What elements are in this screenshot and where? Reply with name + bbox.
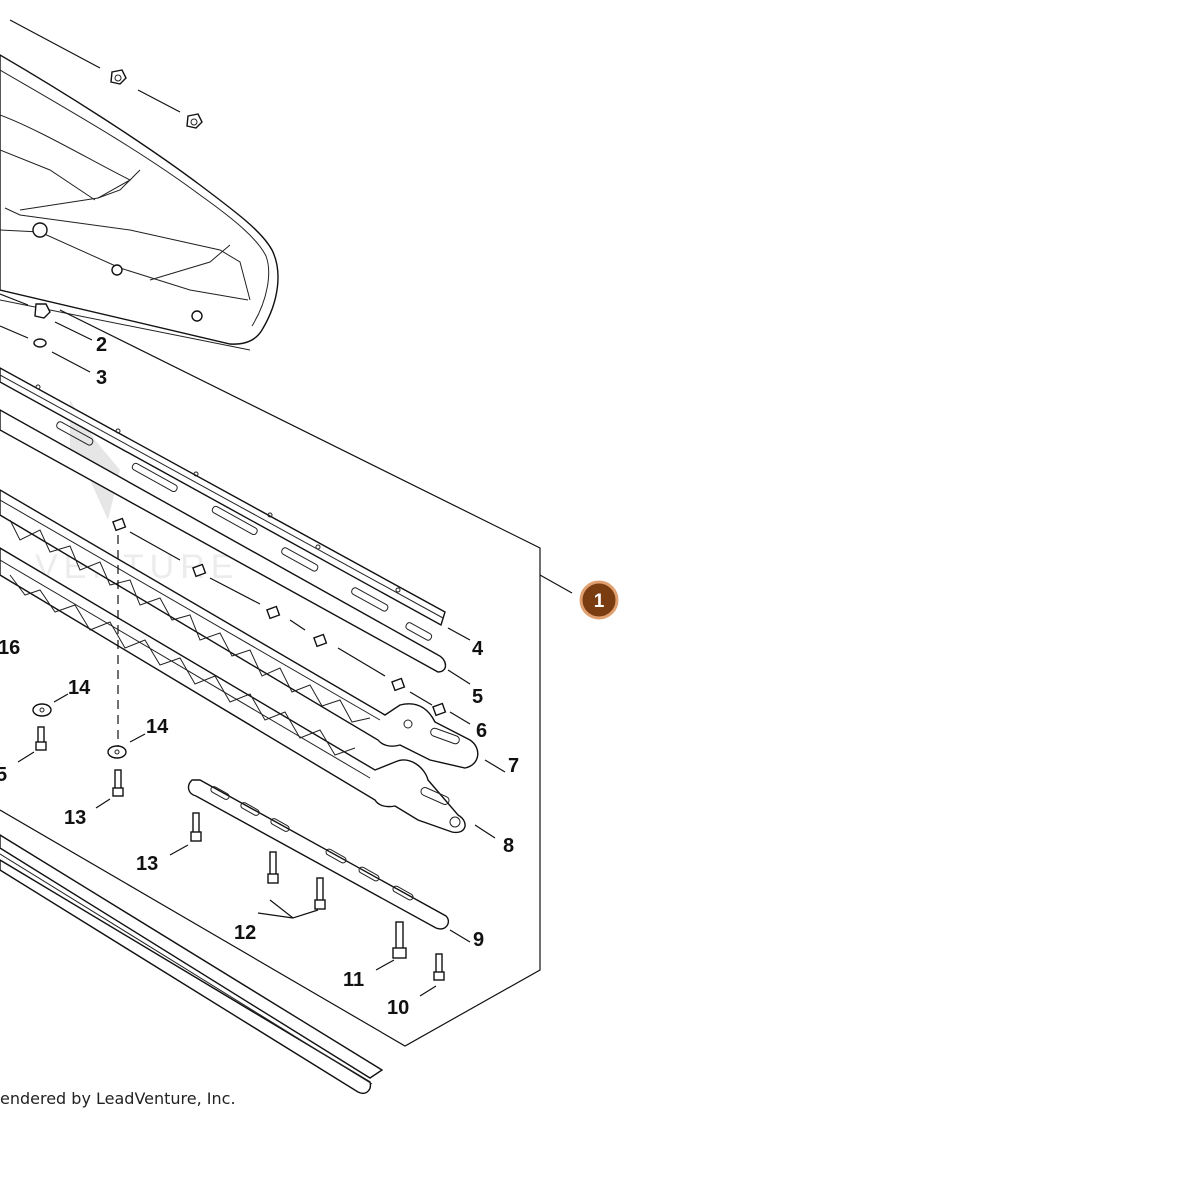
label-13a: 13: [64, 807, 86, 829]
label-2: 2: [96, 334, 107, 356]
part-4-rail: [0, 367, 446, 627]
label-13b: 13: [136, 853, 158, 875]
callout-1-circle[interactable]: [579, 580, 619, 620]
blade-guard: [0, 54, 279, 351]
part-9-strip: [187, 779, 450, 930]
label-5: 5: [472, 686, 483, 708]
part-5-plate: [0, 409, 447, 673]
part-12-screws: [267, 851, 326, 910]
label-3: 3: [96, 367, 107, 389]
label-8: 8: [503, 835, 514, 857]
label-10: 10: [387, 997, 409, 1019]
part-11-screw: [392, 921, 407, 959]
part-13-screw-b: [112, 769, 124, 797]
credit-text: endered by LeadVenture, Inc.: [0, 1089, 236, 1108]
callout-1-number: 1: [594, 591, 605, 612]
callout-1[interactable]: 1: [579, 580, 619, 620]
label-12: 12: [234, 922, 256, 944]
label-14a: 14: [68, 677, 91, 699]
label-7: 7: [508, 755, 519, 777]
part-10-screw: [433, 953, 445, 981]
part-7-blade: [0, 489, 479, 769]
label-4: 4: [472, 638, 484, 660]
part-13-screw-a: [190, 812, 202, 842]
part-14-washer-a: [32, 703, 52, 717]
washer-part-3: [33, 338, 47, 348]
label-15: 5: [0, 764, 7, 786]
part-6-nuts: [112, 517, 447, 717]
nut-top-1: [110, 69, 127, 85]
label-6: 6: [476, 720, 487, 742]
label-16: 16: [0, 637, 20, 659]
part-15-screw: [35, 726, 47, 751]
label-14b: 14: [146, 716, 169, 738]
label-9: 9: [473, 929, 484, 951]
part-8-blade: [0, 547, 466, 834]
nut-top-2: [186, 113, 203, 129]
kit-bracket: [0, 309, 541, 1047]
label-11: 11: [343, 969, 364, 991]
part-14-washer-b: [107, 745, 127, 759]
scabbard-strip: [0, 834, 384, 1094]
nut-part-2: [34, 303, 51, 319]
